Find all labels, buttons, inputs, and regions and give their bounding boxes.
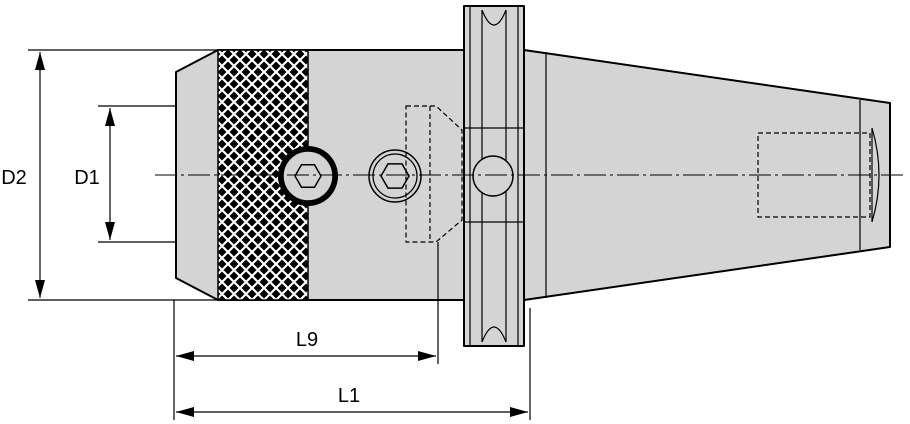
clamping-screw (278, 146, 338, 206)
dimension-label-d2: D2 (1, 167, 27, 189)
dimension-label-d1: D1 (74, 167, 100, 189)
set-screw (368, 149, 422, 203)
dimension-d2: D2 (1, 49, 218, 301)
dimension-label-l1: L1 (338, 385, 360, 407)
hex-socket-icon (294, 163, 322, 189)
dimension-d1: D1 (74, 105, 176, 243)
dimension-l1: L1 (176, 308, 531, 420)
dimension-l9: L9 (173, 242, 439, 420)
dimension-label-l9: L9 (296, 329, 318, 351)
drive-hole (472, 155, 514, 197)
hex-socket-icon (380, 163, 410, 189)
